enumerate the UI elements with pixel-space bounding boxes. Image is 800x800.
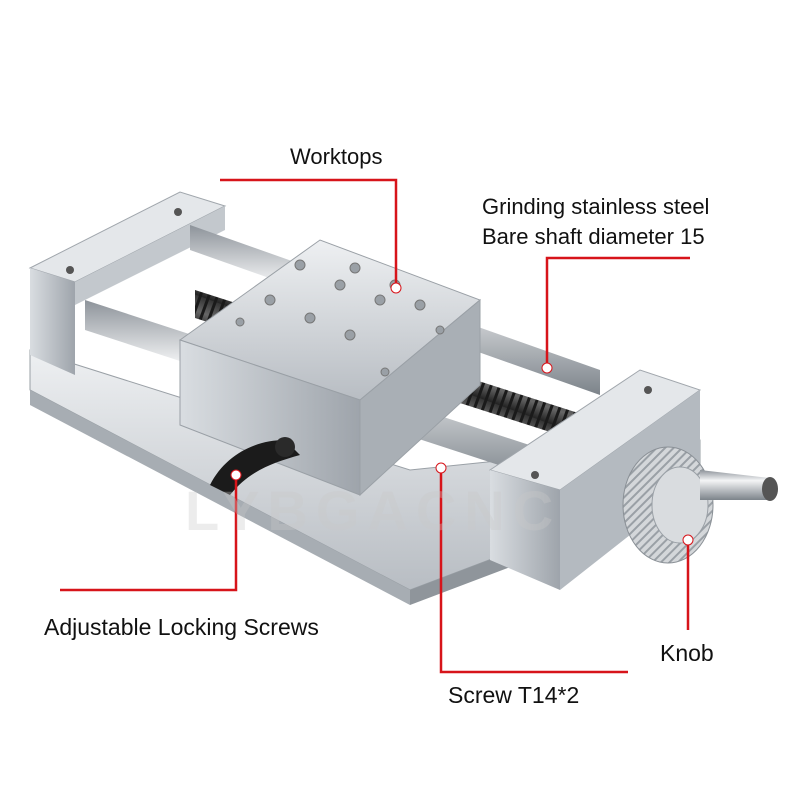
leader-shaft <box>545 256 690 365</box>
left-end-block <box>28 191 227 375</box>
leader-worktops <box>220 178 398 285</box>
label-knob: Knob <box>660 640 714 666</box>
leader-screw <box>439 470 628 674</box>
label-screw: Screw T14*2 <box>448 682 580 708</box>
locking-lever <box>210 437 300 495</box>
label-shaft: Grinding stainless steel Bare shaft diam… <box>482 192 709 252</box>
label-locking-screws: Adjustable Locking Screws <box>44 614 319 640</box>
worktop-carriage <box>178 239 481 497</box>
label-shaft-line2: Bare shaft diameter 15 <box>482 224 705 249</box>
label-shaft-line1: Grinding stainless steel <box>482 194 710 219</box>
watermark: LYBGACNC <box>185 479 562 542</box>
leader-locking-screws <box>60 478 238 592</box>
knob-handwheel <box>622 446 778 564</box>
leader-lines <box>60 178 690 674</box>
label-worktops: Worktops <box>290 144 383 169</box>
leader-dots <box>230 282 694 546</box>
